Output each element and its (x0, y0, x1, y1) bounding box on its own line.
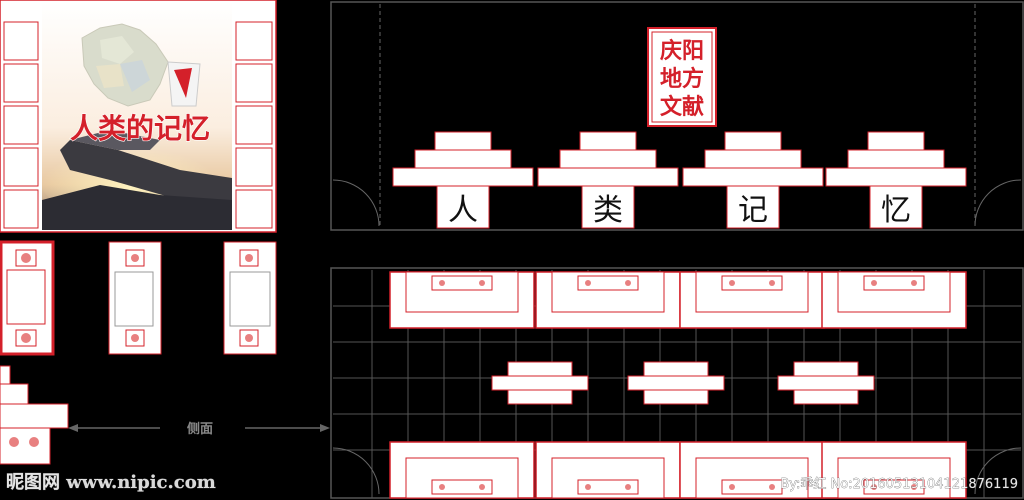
floor-case-top-1 (389, 271, 535, 329)
poster-image: 人类的记忆 (40, 2, 232, 230)
front-sign-line-1: 庆阳 (660, 38, 704, 64)
front-sign-line-2: 地方 (660, 66, 704, 92)
side-view-label: 侧面 (187, 421, 213, 437)
pedestal-char-2: 类 (593, 193, 623, 228)
front-view: 庆阳 地方 文献 人 类 记 (330, 1, 1024, 231)
poster-panel: 人类的记忆 (0, 0, 277, 233)
front-pedestal-4: 忆 (825, 131, 967, 229)
watermark-info: By:乖红 No:20160513104121876119 (780, 476, 1018, 492)
pedestal-char-4: 忆 (881, 193, 911, 228)
floor-case-bottom-1 (389, 441, 535, 499)
floor-bench-1 (491, 361, 589, 405)
side-view-arrow (68, 424, 330, 432)
floor-bench-2 (627, 361, 725, 405)
front-pedestal-1: 人 (392, 131, 534, 229)
brush-icon (60, 140, 232, 205)
floor-case-top-2 (535, 271, 681, 329)
sign-panel-3 (223, 241, 277, 355)
floor-plan (330, 267, 1024, 499)
poster-right-frames (235, 21, 273, 229)
pedestal-char-3: 记 (738, 193, 768, 228)
sign-panel-2 (108, 241, 162, 355)
floor-case-bottom-3 (679, 441, 825, 499)
sign-panel-1 (0, 240, 55, 356)
floor-case-top-3 (679, 271, 825, 329)
front-sign-line-3: 文献 (660, 94, 704, 120)
floor-case-bottom-4 (821, 441, 967, 499)
floor-case-top-4 (821, 271, 967, 329)
poster-left-frames (3, 21, 39, 229)
floor-case-bottom-2 (535, 441, 681, 499)
floor-bench-3 (777, 361, 875, 405)
front-pedestal-3: 记 (682, 131, 824, 229)
poster-title: 人类的记忆 (70, 112, 210, 145)
front-pedestal-2: 类 (537, 131, 679, 229)
side-view-structure (0, 365, 69, 465)
front-sign: 庆阳 地方 文献 (647, 27, 717, 127)
pedestal-char-1: 人 (448, 193, 478, 228)
watermark-site: 昵图网 www.nipic.com (6, 472, 216, 493)
